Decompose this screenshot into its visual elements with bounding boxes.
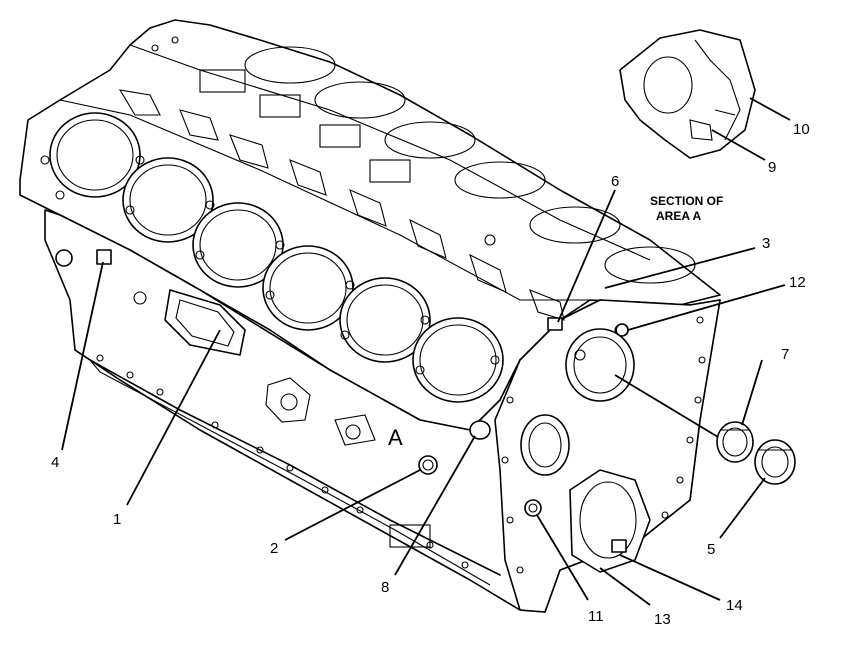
valley-ribs xyxy=(118,69,565,321)
side-features xyxy=(55,249,491,569)
callout-8: 8 xyxy=(381,579,389,596)
leader-lines xyxy=(61,97,791,606)
callout-2: 2 xyxy=(270,540,278,557)
rear-face-features xyxy=(501,316,706,574)
callout-4: 4 xyxy=(51,454,59,471)
section-label-line-1: SECTION OF xyxy=(650,194,723,208)
seal-rings xyxy=(614,374,796,485)
callout-12: 12 xyxy=(789,274,806,291)
section-label: SECTION OF AREA A xyxy=(650,194,723,223)
area-letter: A xyxy=(388,425,403,450)
callout-6: 6 xyxy=(611,173,619,190)
callout-10: 10 xyxy=(793,121,810,138)
callout-14: 14 xyxy=(726,597,743,614)
cylinder-bores-rear-bank xyxy=(244,46,696,284)
section-inset xyxy=(619,29,756,159)
callout-labels: 1 2 3 4 5 6 7 8 9 10 11 12 13 14 xyxy=(51,121,810,628)
callout-5: 5 xyxy=(707,541,715,558)
callout-11: 11 xyxy=(588,608,604,625)
section-label-line-2: AREA A xyxy=(656,209,701,223)
deck-bolt-holes xyxy=(40,36,500,375)
callout-1: 1 xyxy=(113,511,121,528)
callout-7: 7 xyxy=(781,346,789,363)
callout-13: 13 xyxy=(654,611,671,628)
cylinder-bores-front-bank xyxy=(49,112,504,403)
callout-9: 9 xyxy=(768,159,776,176)
callout-3: 3 xyxy=(762,235,770,252)
